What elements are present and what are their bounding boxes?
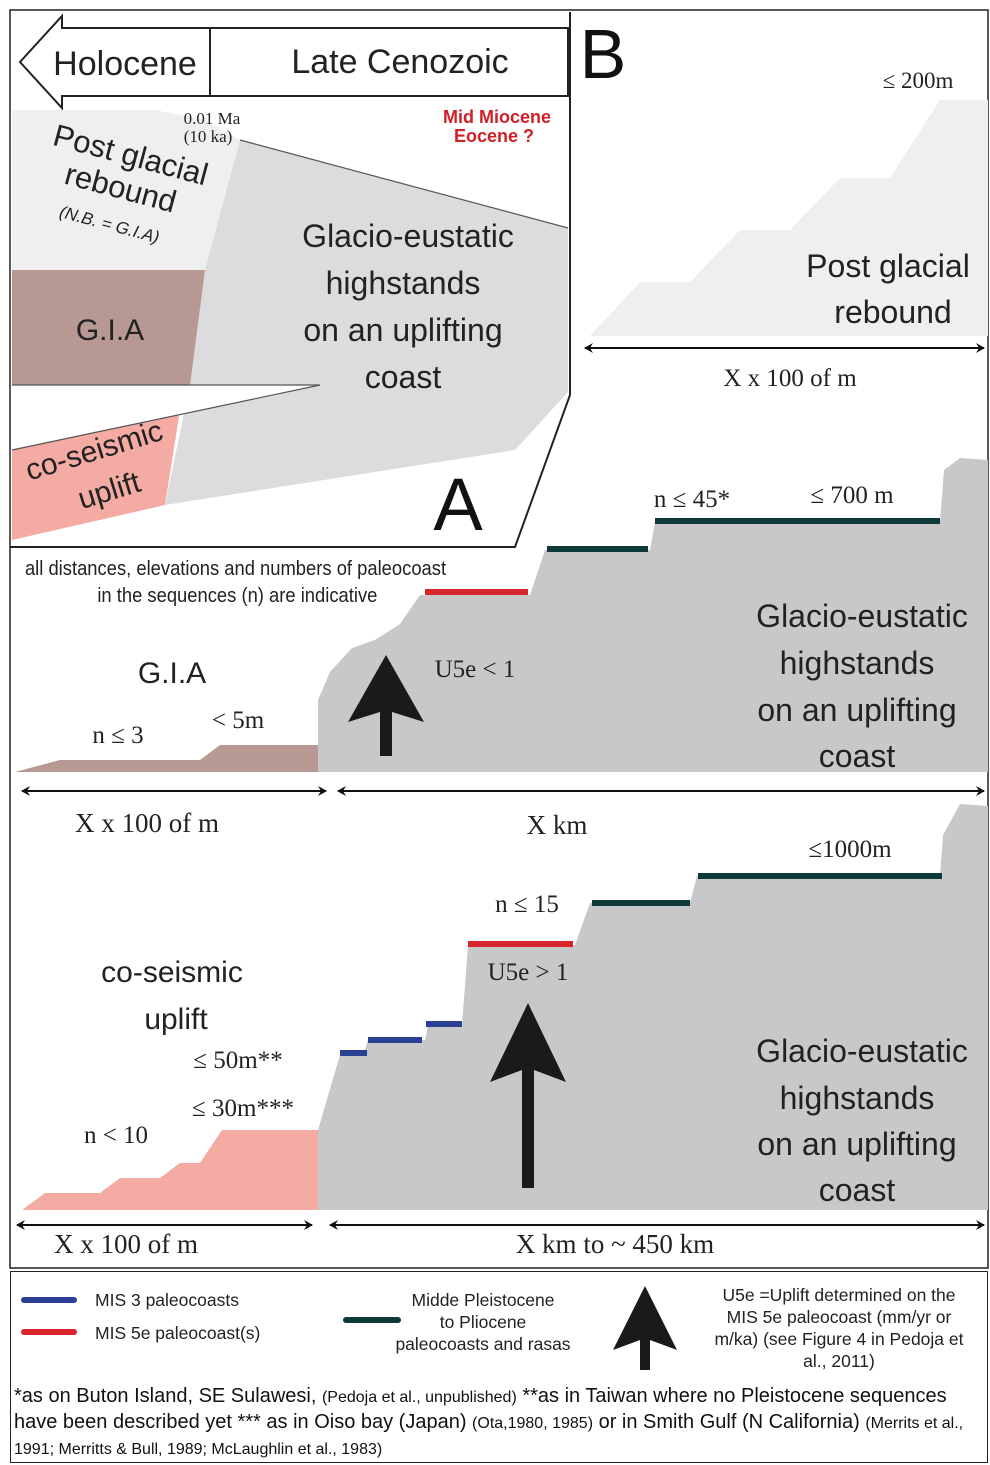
dist-label-bottom-right: X km to ~ 450 km	[516, 1229, 714, 1259]
gia-area	[12, 270, 205, 385]
dist-label-bottom-left: X x 100 of m	[54, 1229, 198, 1259]
time-arrow	[18, 13, 569, 111]
mid-miocene-label: Mid Miocene	[443, 107, 551, 127]
uplift-label-bottom-u5e: U5e > 1	[488, 959, 569, 986]
n-count-middle: n ≤ 45*	[654, 486, 730, 513]
legend-plio-line-2: to Pliocene	[439, 1312, 527, 1332]
dist-label-middle-left: X x 100 of m	[75, 808, 219, 838]
panel-b-letter: B	[580, 15, 627, 93]
elev-middle: ≤ 700 m	[810, 482, 894, 509]
footnote-2-text: **as in Taiwan where no Pleistocene sequ…	[14, 1385, 947, 1433]
holocene-label: Holocene	[53, 45, 197, 83]
n-count-bottom: n ≤ 15	[495, 891, 559, 918]
gia-elev-label: < 5m	[212, 707, 265, 734]
wedge-line-low	[11, 384, 321, 451]
elev-50-label: ≤ 50m**	[193, 1047, 282, 1074]
uplift-arrow-middle	[348, 655, 424, 756]
glacio-eustatic-area	[12, 140, 568, 505]
top-elevation-label: ≤ 200m	[883, 68, 954, 93]
footnote-1-text: *as on Buton Island, SE Sulawesi,	[14, 1385, 322, 1407]
gia-n-label: n ≤ 3	[92, 722, 143, 749]
rebound-label-b: rebound	[834, 294, 951, 330]
legend-plio-line-3: paleocoasts and rasas	[395, 1334, 571, 1354]
legend-mis3-label: MIS 3 paleocoasts	[95, 1290, 239, 1310]
glacio-label-bottom-1: Glacio-eustatic	[756, 1033, 968, 1069]
panel-a-border	[10, 12, 571, 548]
note-line-1: all distances, elevations and numbers of…	[25, 558, 447, 580]
legend-u5e-line-2: MIS 5e paleocoast (mm/yr or	[726, 1307, 952, 1327]
n-count-bottom-left: n < 10	[84, 1122, 148, 1149]
footnote-1-ref: (Pedoja et al., unpublished)	[321, 1389, 517, 1406]
glacio-label-a-1: Glacio-eustatic	[302, 218, 514, 254]
panel-a: Holocene Late Cenozoic 0.01 Ma (10 ka) M…	[10, 12, 571, 548]
uplift-label-bottom: uplift	[144, 1003, 208, 1036]
post-glacial-staircase	[590, 100, 988, 336]
wedge-line-upper	[239, 139, 569, 229]
glacio-label-middle-2: highstands	[780, 645, 935, 681]
note-line-2: in the sequences (n) are indicative	[97, 585, 377, 607]
age-ka-label: (10 ka)	[184, 127, 233, 146]
legend-plio-line-1: Midde Pleistocene	[411, 1290, 555, 1310]
terrain-middle	[318, 458, 988, 772]
coseismic-area	[12, 410, 180, 540]
glacio-label-bottom-4: coast	[819, 1172, 896, 1208]
dist-label-middle-right: X km	[527, 810, 588, 840]
panel-b: B ≤ 200m Post glacial rebound X x 100 of…	[580, 15, 988, 392]
age-ma-label: 0.01 Ma	[184, 109, 241, 128]
glacio-label-bottom-2: highstands	[780, 1080, 935, 1116]
glacio-label-a-3: on an uplifting	[303, 312, 502, 348]
footnote-3-ref: (Merrits et al., 1991; Merritts & Bull, …	[14, 1415, 964, 1458]
legend-mis5e-label: MIS 5e paleocoast(s)	[95, 1323, 261, 1343]
elev-bottom: ≤1000m	[808, 836, 892, 863]
uplift-arrow-bottom	[490, 1003, 566, 1188]
glacio-label-middle-4: coast	[819, 738, 896, 774]
coseismic-label-bottom: co-seismic	[101, 956, 243, 989]
legend-mis5e-swatch	[21, 1329, 77, 1335]
footnote-2-ref: (Ota,1980, 1985)	[472, 1415, 594, 1432]
middle-profile: all distances, elevations and numbers of…	[15, 458, 988, 840]
footnote: *as on Buton Island, SE Sulawesi, (Pedoj…	[14, 1384, 986, 1462]
legend-u5e-line-3: m/ka) (see Figure 4 in Pedoja et	[714, 1329, 964, 1349]
panel-b-distance-label: X x 100 of m	[723, 365, 857, 392]
glacio-label-middle-3: on an uplifting	[757, 692, 956, 728]
panel-a-letter: A	[433, 463, 483, 546]
legend-plio-swatch	[343, 1317, 401, 1323]
gia-label-middle: G.I.A	[138, 657, 206, 690]
legend-mis3-swatch	[21, 1297, 77, 1303]
glacio-label-middle-1: Glacio-eustatic	[756, 598, 968, 634]
footnote-3-text: or in Smith Gulf (N California)	[593, 1411, 866, 1433]
legend-arrow-icon	[613, 1286, 677, 1370]
elev-30-label: ≤ 30m***	[192, 1095, 294, 1122]
legend: MIS 3 paleocoasts MIS 5e paleocoast(s) M…	[10, 1271, 988, 1463]
glacio-label-a-4: coast	[365, 359, 442, 395]
terrain-bottom	[318, 804, 988, 1210]
bottom-profile: co-seismic uplift ≤ 50m** ≤ 30m*** n < 1…	[16, 804, 988, 1259]
gia-label-a: G.I.A	[76, 314, 144, 347]
glacio-label-bottom-3: on an uplifting	[757, 1126, 956, 1162]
legend-u5e-line-1: U5e =Uplift determined on the	[722, 1285, 956, 1305]
uplift-label-middle: U5e < 1	[435, 656, 516, 683]
coseismic-staircase	[22, 1130, 318, 1210]
glacio-label-a-2: highstands	[326, 265, 481, 301]
legend-u5e-line-4: al., 2011)	[803, 1351, 875, 1371]
eocene-label: Eocene ?	[454, 126, 534, 146]
post-glacial-area	[12, 110, 240, 270]
post-glacial-label-b: Post glacial	[806, 248, 970, 284]
late-cenozoic-label: Late Cenozoic	[291, 43, 508, 81]
gia-strip-middle	[15, 745, 318, 772]
